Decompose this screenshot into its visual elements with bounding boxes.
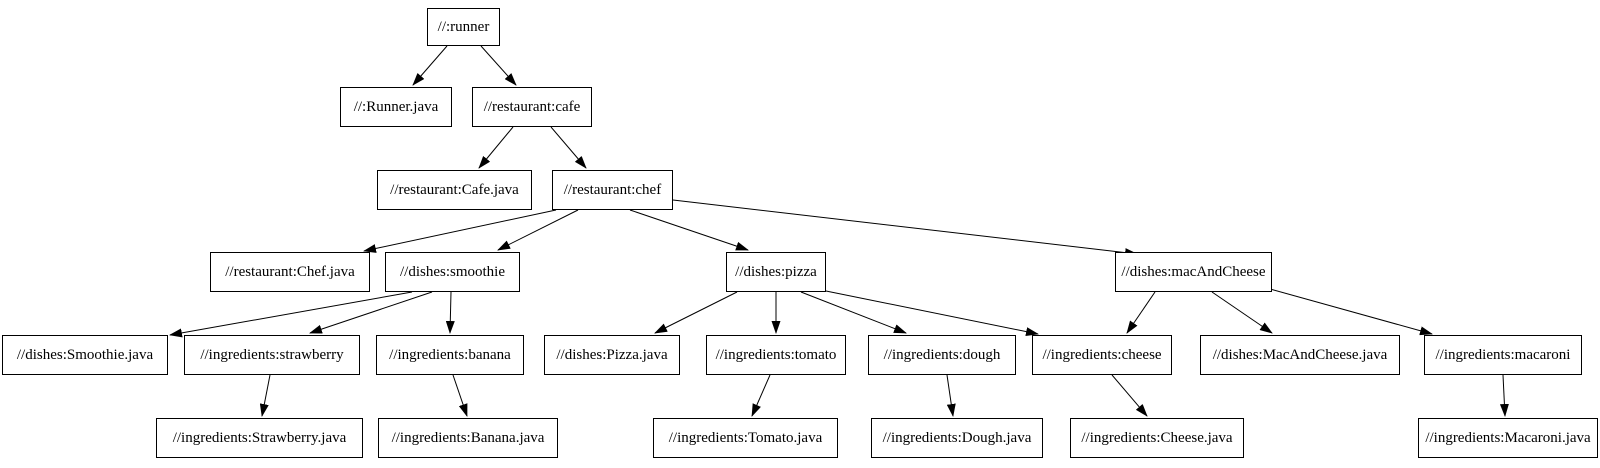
edge-tomato-to-tomato-java <box>751 374 771 417</box>
node-smoothie: //dishes:smoothie <box>385 252 520 292</box>
node-label: //:runner <box>437 18 490 35</box>
node-label: //ingredients:tomato <box>715 346 837 363</box>
node-pizza: //dishes:pizza <box>726 252 826 292</box>
node-label: //ingredients:Tomato.java <box>668 429 823 446</box>
node-label: //dishes:Smoothie.java <box>16 346 154 363</box>
node-label: //ingredients:Dough.java <box>882 429 1032 446</box>
node-cafe-java: //restaurant:Cafe.java <box>377 170 532 210</box>
node-label: //dishes:macAndCheese <box>1121 263 1266 280</box>
node-cafe: //restaurant:cafe <box>472 87 592 127</box>
node-banana-java: //ingredients:Banana.java <box>378 418 558 458</box>
edge-cafe-to-cafe-java <box>478 126 514 169</box>
node-label: //ingredients:Cheese.java <box>1081 429 1233 446</box>
node-label: //restaurant:Cafe.java <box>390 181 519 198</box>
node-label: //ingredients:Macaroni.java <box>1425 429 1591 446</box>
node-label: //restaurant:Chef.java <box>225 263 355 280</box>
node-label: //dishes:smoothie <box>400 263 505 280</box>
node-cheese-java: //ingredients:Cheese.java <box>1070 418 1244 458</box>
node-label: //dishes:pizza <box>735 263 817 280</box>
node-label: //restaurant:cafe <box>483 98 581 115</box>
node-label: //ingredients:cheese <box>1042 346 1162 363</box>
edge-smoothie-to-smoothie-java <box>169 291 413 338</box>
edge-runner-to-runner-java <box>412 45 448 86</box>
edge-cafe-to-chef <box>550 126 587 169</box>
node-macaroni-java: //ingredients:Macaroni.java <box>1418 418 1598 458</box>
node-label: //ingredients:strawberry <box>200 346 344 363</box>
edge-chef-to-pizza <box>629 209 749 251</box>
node-label: //restaurant:chef <box>563 181 662 198</box>
edge-smoothie-to-banana <box>445 291 455 334</box>
node-dough-java: //ingredients:Dough.java <box>871 418 1043 458</box>
edge-pizza-to-cheese <box>825 290 1039 337</box>
edge-mac-and-cheese-to-macaroni <box>1269 288 1433 336</box>
node-label: //ingredients:Banana.java <box>391 429 545 446</box>
node-tomato: //ingredients:tomato <box>706 335 846 375</box>
edge-runner-to-cafe <box>480 45 517 86</box>
node-chef: //restaurant:chef <box>552 170 673 210</box>
edge-mac-and-cheese-to-mac-and-cheese-java <box>1211 291 1273 334</box>
node-runner-java: //:Runner.java <box>340 87 452 127</box>
node-banana: //ingredients:banana <box>376 335 524 375</box>
node-label: //ingredients:macaroni <box>1435 346 1571 363</box>
node-label: //:Runner.java <box>353 98 439 115</box>
node-strawberry: //ingredients:strawberry <box>184 335 360 375</box>
node-mac-and-cheese: //dishes:macAndCheese <box>1115 252 1272 292</box>
edge-pizza-to-pizza-java <box>654 291 738 334</box>
node-runner: //:runner <box>427 8 500 46</box>
node-chef-java: //restaurant:Chef.java <box>210 252 370 292</box>
edge-macaroni-to-macaroni-java <box>1499 374 1509 417</box>
node-macaroni: //ingredients:macaroni <box>1424 335 1582 375</box>
edge-strawberry-to-strawberry-java <box>259 374 271 417</box>
edge-chef-to-smoothie <box>497 209 579 251</box>
node-cheese: //ingredients:cheese <box>1032 335 1172 375</box>
edge-smoothie-to-strawberry <box>309 291 433 334</box>
node-pizza-java: //dishes:Pizza.java <box>544 335 680 375</box>
node-mac-and-cheese-java: //dishes:MacAndCheese.java <box>1200 335 1400 375</box>
node-label: //dishes:Pizza.java <box>556 346 668 363</box>
node-strawberry-java: //ingredients:Strawberry.java <box>156 418 363 458</box>
node-label: //ingredients:Strawberry.java <box>172 429 347 446</box>
node-label: //ingredients:banana <box>389 346 511 363</box>
node-tomato-java: //ingredients:Tomato.java <box>653 418 838 458</box>
node-dough: //ingredients:dough <box>868 335 1016 375</box>
edge-chef-to-chef-java <box>363 209 557 253</box>
edge-dough-to-dough-java <box>946 374 956 417</box>
edge-mac-and-cheese-to-cheese <box>1126 291 1156 334</box>
edge-banana-to-banana-java <box>452 374 468 417</box>
node-label: //ingredients:dough <box>883 346 1001 363</box>
edge-cheese-to-cheese-java <box>1111 374 1148 417</box>
node-label: //dishes:MacAndCheese.java <box>1212 346 1388 363</box>
node-smoothie-java: //dishes:Smoothie.java <box>2 335 168 375</box>
edge-pizza-to-dough <box>800 291 907 334</box>
edge-chef-to-mac-and-cheese <box>672 199 1138 258</box>
